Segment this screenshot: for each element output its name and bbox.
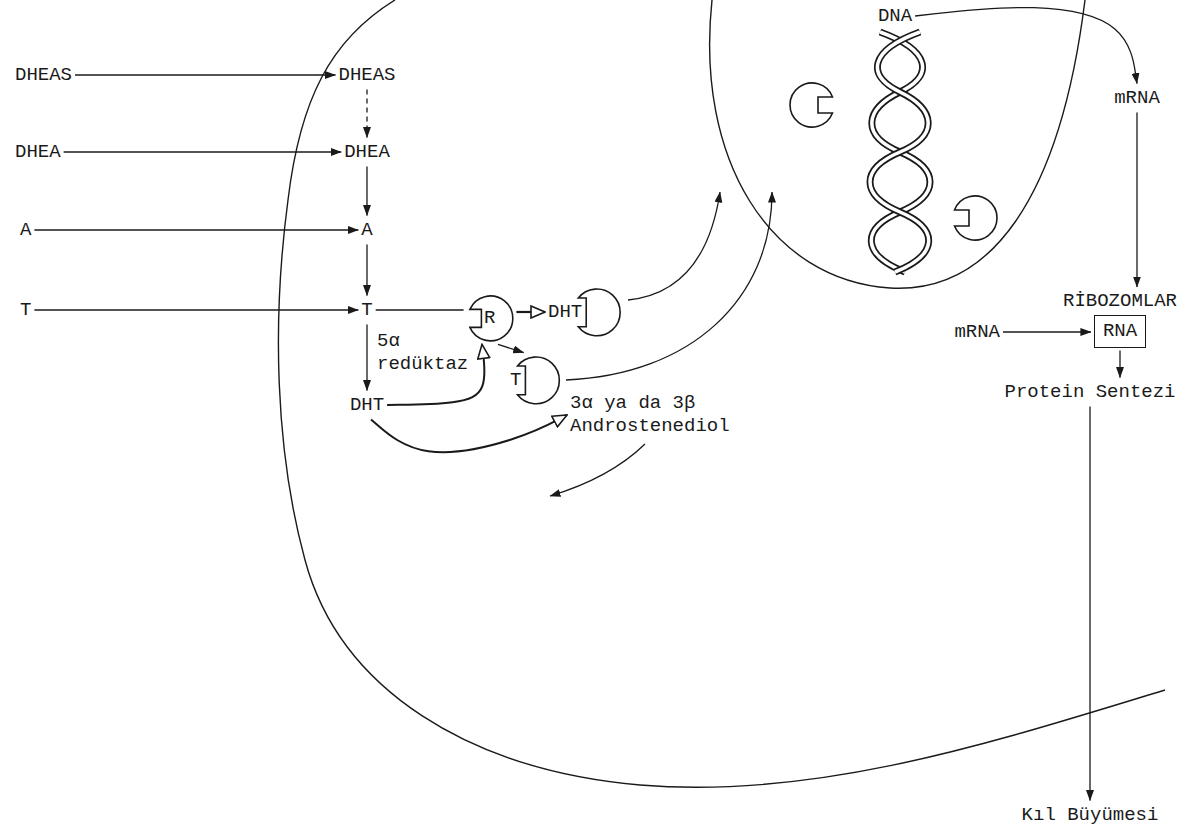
plasma-hormone: A — [20, 219, 31, 242]
node-text: DHEA — [344, 141, 390, 164]
node-text: Kıl Büyümesi — [1022, 804, 1159, 827]
node-text: A — [20, 219, 31, 242]
node-text: DHEA — [15, 141, 61, 164]
connector — [64, 151, 342, 152]
plasma-hormone: T — [20, 299, 31, 322]
cell-hormone: DHEA — [344, 141, 390, 164]
connector — [34, 229, 358, 230]
dna-bound-receptor — [790, 83, 832, 127]
node-text: T — [20, 299, 31, 322]
hormone-receptor-complex: T — [510, 356, 561, 405]
dna-bound-receptor — [955, 196, 997, 240]
cell-hormone: DHEAS — [338, 64, 395, 87]
enzyme-label: 5α redüktaz — [377, 330, 470, 376]
receptor: R — [467, 295, 514, 342]
connector — [366, 324, 367, 390]
mrna-label: mRNA — [1114, 87, 1160, 110]
dna-label: DNA — [878, 5, 912, 28]
node-text: T — [361, 299, 372, 322]
node-text: DNA — [878, 5, 912, 28]
plasma-hormone: DHEAS — [15, 64, 72, 87]
connector — [915, 8, 1137, 84]
node-text: T — [510, 369, 521, 392]
connector — [1003, 331, 1091, 332]
node-text: DHEAS — [15, 64, 72, 87]
result-label: Kıl Büyümesi — [1022, 804, 1159, 827]
rna-box: RNA — [1094, 315, 1146, 348]
connector — [376, 309, 464, 310]
connector — [371, 415, 567, 452]
node-text: DHT — [350, 394, 384, 417]
node-text: mRNA — [954, 321, 1000, 344]
node-text: mRNA — [1114, 87, 1160, 110]
node-text: 3α ya da 3β Androstenediol — [570, 392, 732, 438]
receptor-shape — [578, 289, 620, 336]
efflux-arrow — [550, 444, 645, 496]
node-text: DHT — [548, 301, 582, 324]
ribosome-box: RİBOZOMLARRNA — [1063, 290, 1177, 348]
connector — [366, 89, 367, 137]
dna-helix — [870, 32, 930, 272]
node-text: Protein Sentezi — [1004, 381, 1175, 404]
nuclear-entry-arrow — [566, 192, 772, 380]
node-text: R — [484, 307, 495, 330]
node-text: A — [361, 219, 372, 242]
receptor-shape — [469, 296, 512, 341]
mrna-label: mRNA — [954, 321, 1000, 344]
connector — [498, 344, 524, 352]
cell-hormone: T — [361, 299, 372, 322]
hormone-receptor-complex: DHT — [548, 288, 622, 337]
metabolite-label: 3α ya da 3β Androstenediol — [570, 392, 732, 438]
ribosome-heading: RİBOZOMLAR — [1063, 290, 1177, 313]
cell-hormone: A — [361, 219, 372, 242]
nuclear-entry-arrow — [628, 192, 720, 300]
node-text: DHEAS — [338, 64, 395, 87]
connector — [516, 311, 545, 313]
connector — [1089, 406, 1090, 800]
connector — [1119, 351, 1120, 378]
receptor-shape — [517, 357, 559, 404]
nucleus-membrane — [710, 0, 1085, 288]
connector — [1136, 112, 1137, 287]
cell-hormone: DHT — [350, 394, 384, 417]
connector — [75, 74, 335, 75]
connector — [366, 166, 367, 215]
process-label: Protein Sentezi — [1004, 381, 1175, 404]
plasma-hormone: DHEA — [15, 141, 61, 164]
connector — [366, 244, 367, 295]
connector — [34, 309, 358, 310]
